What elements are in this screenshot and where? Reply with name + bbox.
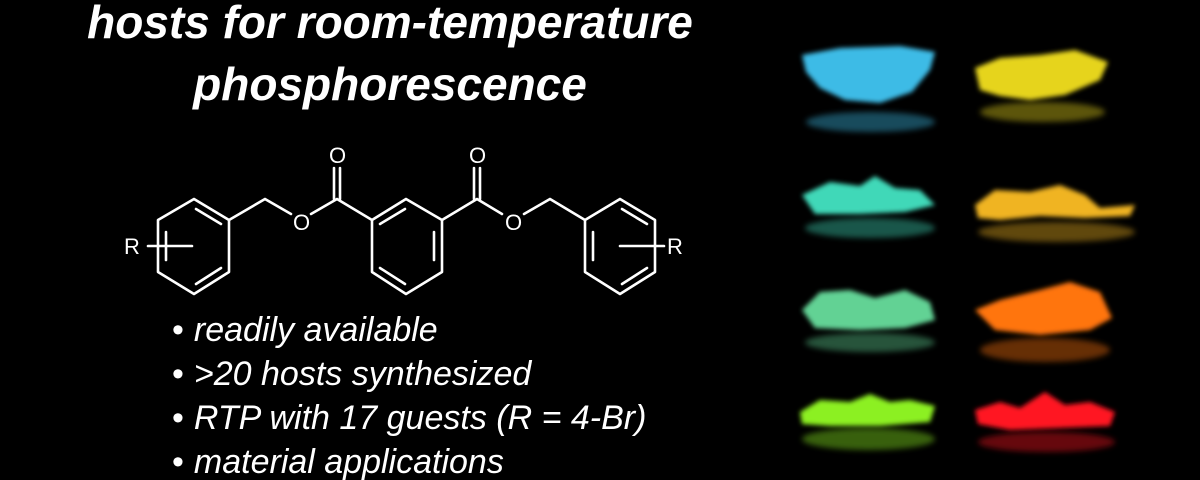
sample-glow <box>800 394 935 426</box>
ester-oxygen-right: O <box>505 210 522 235</box>
substituent-r-left: R <box>124 234 140 259</box>
ester-oxygen-left: O <box>293 210 310 235</box>
sample-glow <box>975 185 1135 220</box>
sample-glow <box>975 50 1108 100</box>
sample-crystal-3 <box>802 176 935 238</box>
title-line-2: phosphorescence <box>193 58 587 110</box>
sample-crystal-7 <box>800 394 935 450</box>
sample-glow <box>802 290 935 330</box>
sample-glow <box>802 46 935 103</box>
carbonyl-oxygen-left: O <box>329 143 346 168</box>
sample-glow <box>975 392 1115 430</box>
bullet-item: •material applications <box>172 443 504 480</box>
carbonyl-oxygen-right: O <box>469 143 486 168</box>
title-line-1: hosts for room-temperature <box>87 0 693 48</box>
sample-glow <box>975 282 1112 335</box>
sample-reflection <box>806 112 935 132</box>
sample-reflection <box>802 428 935 450</box>
sample-reflection <box>978 222 1135 242</box>
sample-reflection <box>978 432 1115 452</box>
substituent-r-right: R <box>667 234 683 259</box>
sample-crystal-2 <box>975 50 1108 122</box>
bullet-item: •RTP with 17 guests (R = 4-Br) <box>172 399 647 437</box>
right-benzene-ring <box>583 197 657 296</box>
sample-crystal-5 <box>802 290 935 352</box>
sample-crystal-4 <box>975 185 1135 242</box>
central-benzene-ring <box>370 197 444 296</box>
sample-glow <box>802 176 935 214</box>
sample-reflection <box>980 338 1110 362</box>
sample-crystal-8 <box>975 392 1115 452</box>
bullet-item: •readily available <box>172 311 438 349</box>
sample-reflection <box>980 102 1105 122</box>
sample-crystal-1 <box>802 46 935 132</box>
sample-crystal-6 <box>975 282 1112 362</box>
sample-reflection <box>805 218 935 238</box>
feature-list: •readily available •>20 hosts synthesize… <box>172 308 646 480</box>
phosphorescent-sample-photos <box>800 46 1135 452</box>
bullet-item: •>20 hosts synthesized <box>172 355 532 393</box>
sample-reflection <box>805 333 935 352</box>
